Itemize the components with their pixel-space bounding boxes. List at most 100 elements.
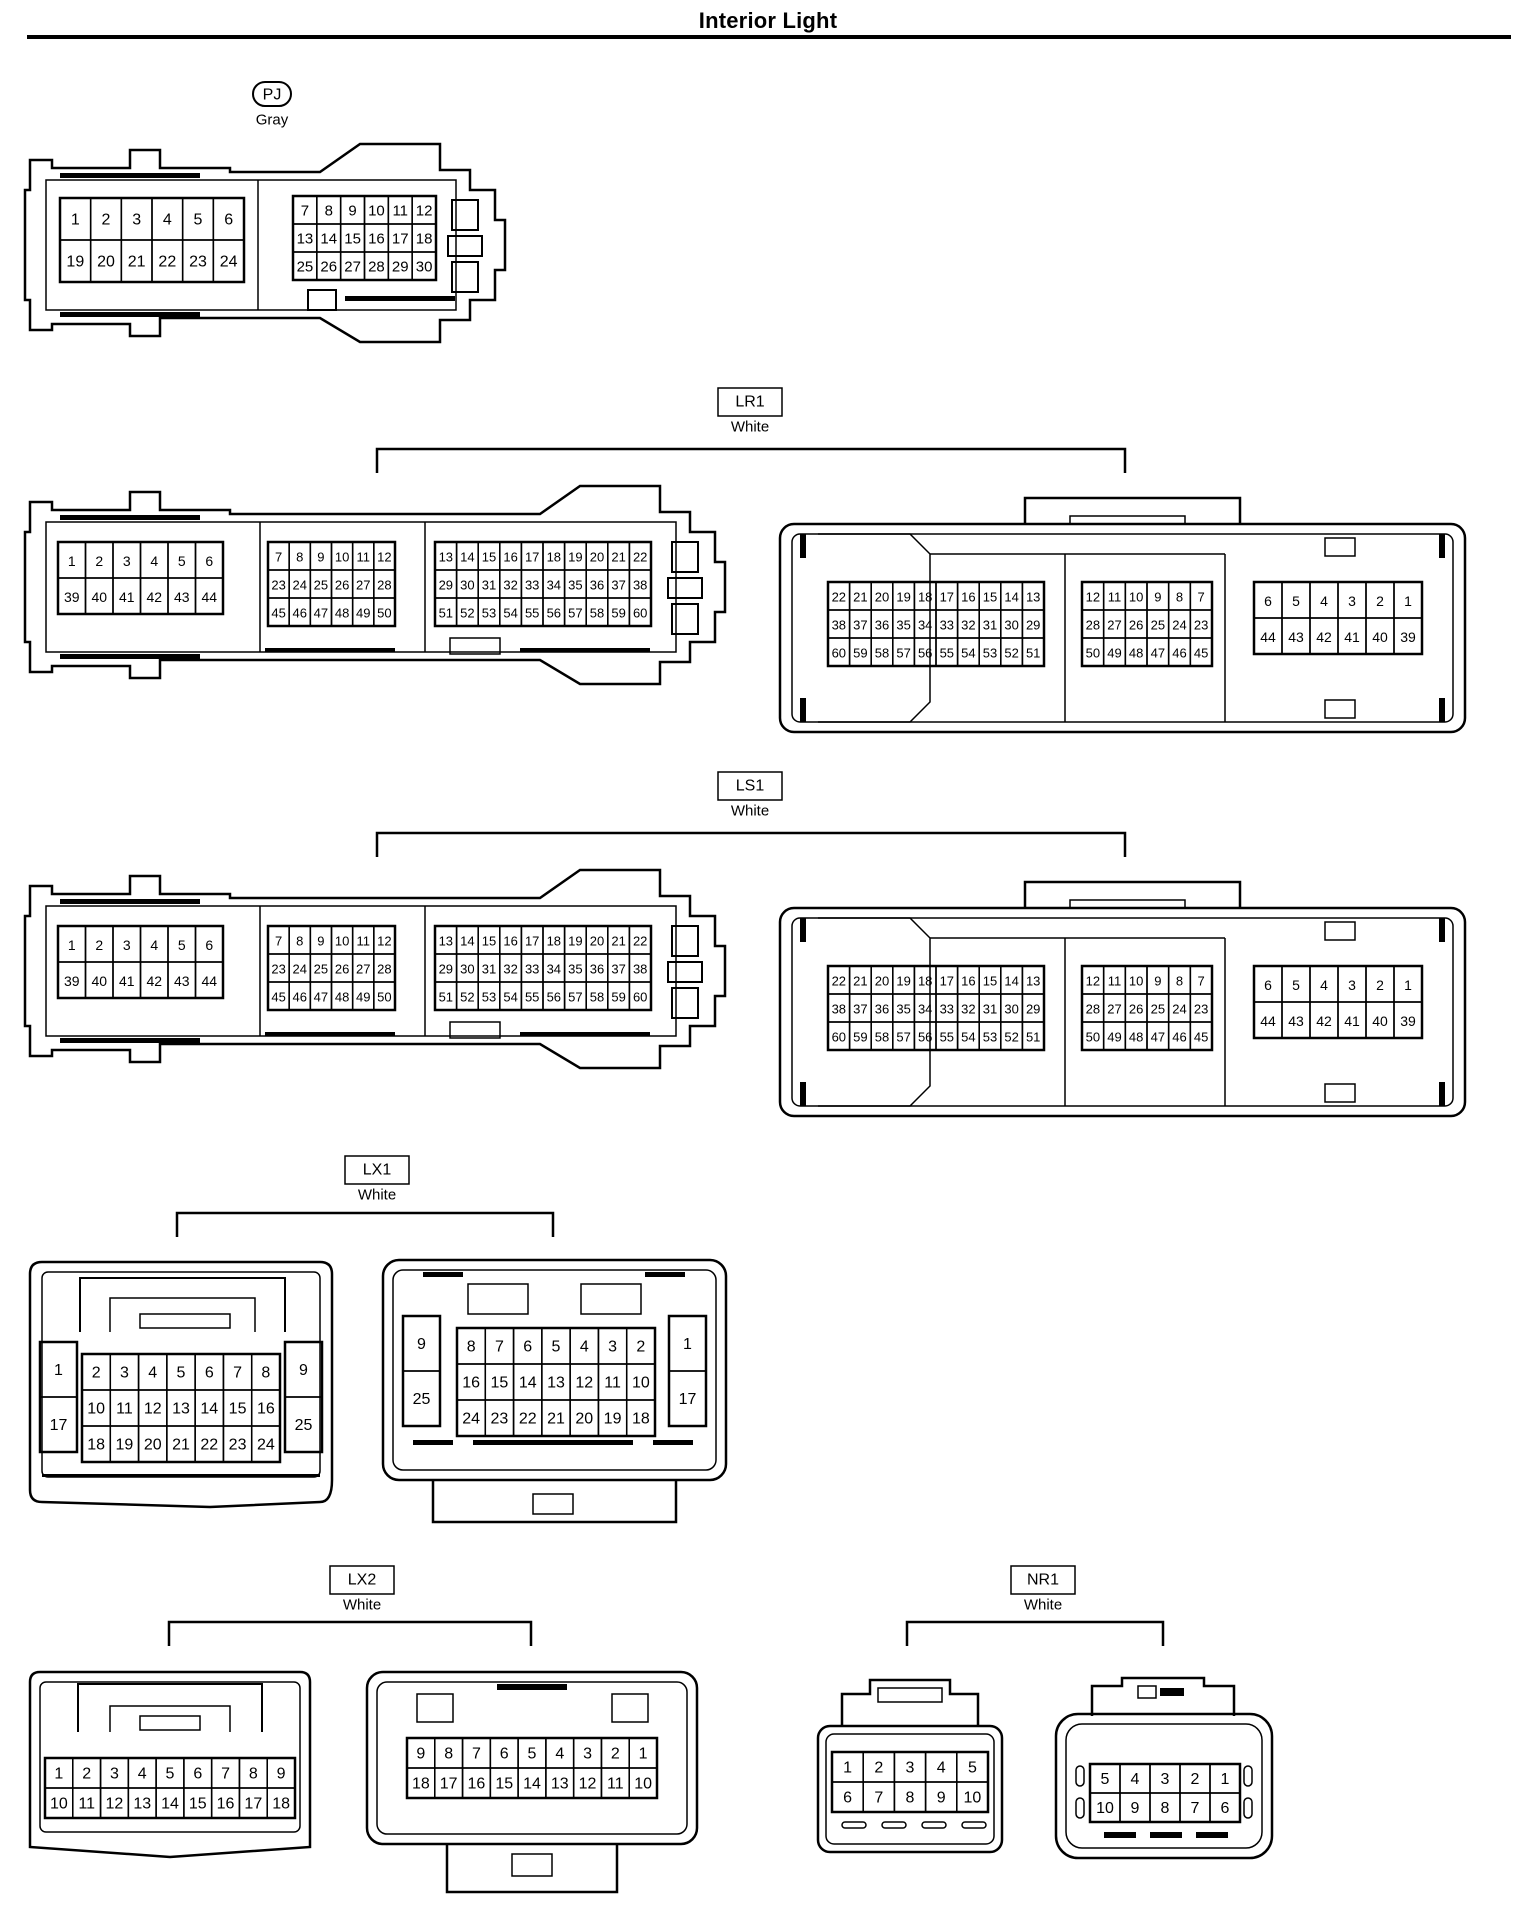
terminal-number: 20 [875,974,889,989]
terminal-number: 6 [1221,1800,1230,1817]
terminal-number: 7 [874,1790,883,1807]
housing-outline [818,917,931,1107]
terminal-number: 18 [547,934,561,949]
terminal-number: 6 [205,937,213,953]
terminal-number: 12 [1086,590,1100,605]
terminal-number: 10 [964,1790,982,1807]
terminal-number: 22 [633,934,647,949]
housing-outline [1065,1723,1263,1849]
terminal-number: 53 [482,990,496,1005]
housing-detail [139,1313,231,1329]
terminal-cell [668,1370,707,1427]
terminal-number: 26 [320,259,337,276]
housing-outline [28,1670,312,1859]
housing-detail [60,899,200,904]
terminal-number: 16 [257,1401,275,1418]
housing-outline [381,1258,728,1482]
terminal-number: 24 [462,1411,480,1428]
terminal-number: 3 [583,1746,592,1763]
terminal-number: 4 [148,1365,157,1382]
terminal-number: 7 [275,934,282,949]
terminal-number: 12 [1086,974,1100,989]
terminal-number: 9 [277,1766,286,1783]
terminal-number: 9 [317,934,324,949]
housing-detail [1439,534,1445,558]
terminal-number: 36 [590,962,604,977]
terminal-number: 23 [189,254,207,271]
terminal-number: 18 [547,550,561,565]
terminal-number: 22 [633,550,647,565]
terminal-number: 23 [229,1437,247,1454]
terminal-number: 20 [575,1411,593,1428]
terminal-number: 47 [314,990,328,1005]
housing-detail [473,1440,633,1445]
terminal-number: 20 [875,590,889,605]
terminal-number: 3 [1348,977,1356,993]
terminal-cell [212,239,245,283]
terminal-number: 16 [503,934,517,949]
latch [667,577,703,599]
terminal-number: 13 [551,1776,569,1793]
housing-detail [60,173,200,178]
terminal-number: 54 [503,990,517,1005]
housing-outline [109,1705,231,1732]
housing-outline [1023,496,1242,524]
terminal-number: 60 [633,990,647,1005]
connector-label: NR1 [1027,1572,1059,1589]
terminal-number: 49 [356,606,370,621]
terminal-number: 45 [1194,646,1208,661]
terminal-number: 5 [178,553,186,569]
terminal-cell [1189,1021,1213,1051]
terminal-number: 47 [1151,1030,1165,1045]
terminal-number: 15 [983,590,997,605]
terminal-number: 24 [220,254,238,271]
terminal-number: 17 [525,934,539,949]
terminal-number: 20 [590,550,604,565]
terminal-number: 7 [221,1766,230,1783]
terminal-number: 18 [87,1437,105,1454]
terminal-cell [284,1396,323,1453]
housing-detail [1324,537,1356,557]
terminal-number: 37 [611,578,625,593]
terminal-number: 55 [940,1030,954,1045]
terminal-number: 3 [110,1766,119,1783]
terminal-number: 14 [460,934,474,949]
latch [667,961,703,983]
terminal-number: 56 [547,606,561,621]
terminal-number: 31 [482,578,496,593]
housing-outline [365,1670,699,1846]
terminal-number: 48 [335,606,349,621]
latch [451,261,479,293]
terminal-number: 28 [368,259,385,276]
terminal-number: 1 [54,1766,63,1783]
terminal-number: 17 [244,1796,262,1813]
terminal-number: 3 [123,937,131,953]
terminal-number: 52 [460,606,474,621]
terminal-number: 16 [503,550,517,565]
terminal-number: 24 [257,1437,275,1454]
terminal-number: 4 [937,1760,946,1777]
terminal-number: 20 [144,1437,162,1454]
terminal-number: 18 [412,1776,430,1793]
terminal-number: 45 [271,606,285,621]
terminal-number: 17 [440,1776,458,1793]
terminal-number: 1 [639,1746,648,1763]
terminal-number: 48 [335,990,349,1005]
housing-outline [1090,1676,1236,1716]
terminal-number: 3 [906,1760,915,1777]
terminal-number: 12 [377,934,391,949]
terminal-number: 43 [1288,629,1304,645]
terminal-number: 1 [68,937,76,953]
terminal-number: 35 [568,578,582,593]
terminal-number: 39 [64,589,80,605]
terminal-number: 14 [523,1776,541,1793]
terminal-number: 7 [233,1365,242,1382]
housing-detail [580,1283,642,1315]
housing-detail [800,918,806,942]
terminal-number: 19 [66,254,84,271]
terminal-number: 11 [357,934,371,949]
latch [671,987,699,1019]
housing-detail [1196,1832,1228,1838]
